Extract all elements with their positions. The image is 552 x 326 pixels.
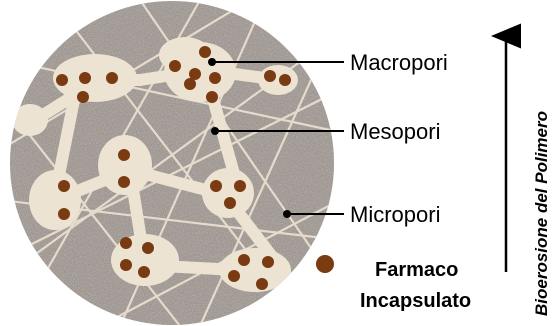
drug-particle xyxy=(77,91,89,103)
drug-particle xyxy=(120,259,132,271)
legend: Farmaco Incapsulato xyxy=(316,255,471,312)
drug-particle xyxy=(138,266,150,278)
drug-particle xyxy=(79,72,91,84)
drug-particle xyxy=(234,180,246,192)
micropores-label: Micropori xyxy=(350,202,440,227)
drug-particle xyxy=(58,208,70,220)
drug-particle xyxy=(224,197,236,209)
drug-particle xyxy=(184,78,196,90)
bioerosion-label: Bioerosione del Polimero xyxy=(532,111,551,316)
drug-particle xyxy=(199,46,211,58)
legend-line-1: Farmaco xyxy=(375,259,458,281)
drug-particle xyxy=(210,180,222,192)
drug-particle xyxy=(209,72,221,84)
drug-particle xyxy=(120,237,132,249)
drug-particle xyxy=(56,74,68,86)
drug-particle xyxy=(228,270,240,282)
drug-particle xyxy=(142,242,154,254)
drug-particle xyxy=(279,74,291,86)
drug-particle xyxy=(256,278,268,290)
macropores-label: Macropori xyxy=(350,50,448,75)
drug-particle xyxy=(238,254,250,266)
drug-legend-swatch xyxy=(316,255,334,273)
drug-particle xyxy=(118,176,130,188)
drug-particle xyxy=(262,256,274,268)
drug-particle xyxy=(264,70,276,82)
drug-particle xyxy=(169,60,181,72)
drug-particle xyxy=(106,72,118,84)
drug-particle xyxy=(58,180,70,192)
drug-particle xyxy=(206,91,218,103)
mesopores-label: Mesopori xyxy=(350,119,440,144)
drug-particle xyxy=(118,149,130,161)
legend-line-2: Incapsulato xyxy=(360,290,471,312)
